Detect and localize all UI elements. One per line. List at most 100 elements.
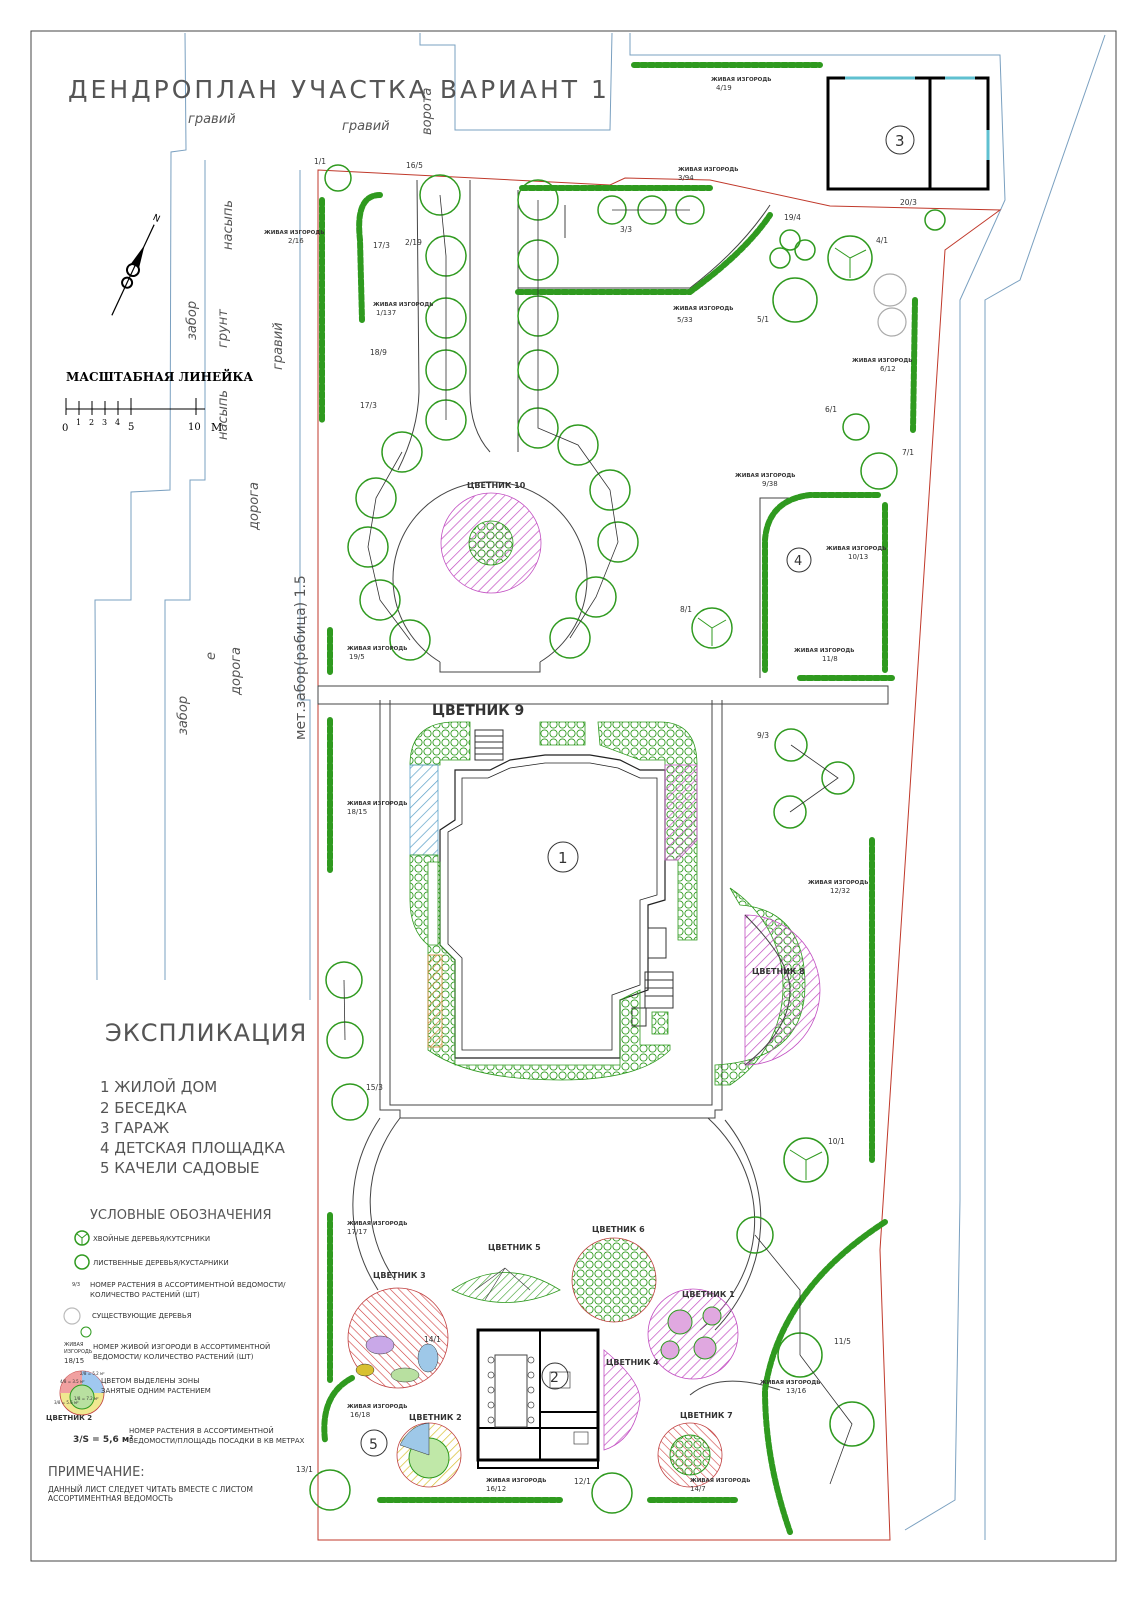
svg-text:ЖИВАЯ ИЗГОРОДЬ: ЖИВАЯ ИЗГОРОДЬ xyxy=(760,1380,820,1386)
swing-number: 5 xyxy=(369,1437,378,1453)
swing: 5 xyxy=(360,1429,388,1457)
road-labels: гравий гравий насыпь гравий забор грунт … xyxy=(176,88,435,740)
flowerbed-9-label: ЦВЕТНИК 9 xyxy=(432,703,524,719)
svg-text:16/18: 16/18 xyxy=(350,1411,370,1419)
svg-text:1/137: 1/137 xyxy=(376,309,396,317)
scale-bar: МАСШТАБНАЯ ЛИНЕЙКА 0 1 2 3 4 5 10 М xyxy=(62,368,253,434)
svg-text:грунт: грунт xyxy=(216,309,231,348)
svg-text:ворота: ворота xyxy=(420,88,435,135)
svg-text:гравий: гравий xyxy=(271,322,286,370)
svg-text:ЖИВАЯ ИЗГОРОДЬ: ЖИВАЯ ИЗГОРОДЬ xyxy=(673,306,733,312)
svg-text:ЖИВАЯ ИЗГОРОДЬ: ЖИВАЯ ИЗГОРОДЬ xyxy=(347,801,407,807)
svg-text:дорога: дорога xyxy=(229,647,244,696)
svg-text:НОМЕР РАСТЕНИЯ В АССОРТИМЕНТНО: НОМЕР РАСТЕНИЯ В АССОРТИМЕНТНОЙ ВЕДОМОСТ… xyxy=(90,1280,286,1289)
svg-text:дорога: дорога xyxy=(247,482,262,531)
svg-text:ЖИВАЯ ИЗГОРОДЬ: ЖИВАЯ ИЗГОРОДЬ xyxy=(711,77,771,83)
garage-number: 3 xyxy=(895,132,905,150)
svg-text:3/8 = 5.6 м²: 3/8 = 5.6 м² xyxy=(54,1400,79,1405)
svg-text:14/1: 14/1 xyxy=(424,1335,441,1344)
svg-text:насыпь: насыпь xyxy=(216,390,231,440)
svg-text:3: 3 xyxy=(102,418,107,427)
flowerbed-5: ЦВЕТНИК 5 xyxy=(451,1243,561,1303)
conifer-trees xyxy=(691,235,873,1183)
flowerbed-3-label: ЦВЕТНИК 3 xyxy=(373,1271,426,1280)
svg-text:6/1: 6/1 xyxy=(825,405,837,414)
svg-text:2/16: 2/16 xyxy=(288,237,304,245)
svg-text:5/33: 5/33 xyxy=(677,316,693,324)
gazebo: 2 xyxy=(476,1328,600,1469)
svg-text:15/3: 15/3 xyxy=(366,1083,383,1092)
flowerbed-6: ЦВЕТНИК 6 xyxy=(571,1225,657,1323)
gazebo-number: 2 xyxy=(550,1370,559,1386)
svg-text:ХВОЙНЫЕ ДЕРЕВЬЯ/КУТСРНИКИ: ХВОЙНЫЕ ДЕРЕВЬЯ/КУТСРНИКИ xyxy=(93,1234,210,1243)
tree-connectors xyxy=(343,194,853,1485)
svg-text:забор: забор xyxy=(185,301,200,340)
svg-text:7/1: 7/1 xyxy=(902,448,914,457)
svg-text:забор: забор xyxy=(176,696,191,735)
svg-text:ВЕДОМОСТИ/ КОЛИЧЕСТВО РАСТЕНИЙ: ВЕДОМОСТИ/ КОЛИЧЕСТВО РАСТЕНИЙ (ШТ) xyxy=(93,1352,254,1361)
svg-text:13/16: 13/16 xyxy=(786,1387,807,1395)
explication-title: ЭКСПЛИКАЦИЯ xyxy=(105,1019,307,1047)
svg-text:ЦВЕТНИК 2: ЦВЕТНИК 2 xyxy=(46,1414,92,1422)
flowerbed-8: ЦВЕТНИК 8 xyxy=(714,887,821,1086)
scale-title: МАСШТАБНАЯ ЛИНЕЙКА xyxy=(66,368,253,384)
svg-text:11/5: 11/5 xyxy=(834,1337,851,1346)
svg-text:М: М xyxy=(211,421,222,434)
hedge-icon xyxy=(80,1326,92,1338)
svg-text:14/7: 14/7 xyxy=(690,1485,706,1493)
svg-text:1/1: 1/1 xyxy=(314,157,326,166)
svg-text:5/1: 5/1 xyxy=(757,315,769,324)
legend-title: УСЛОВНЫЕ ОБОЗНАЧЕНИЯ xyxy=(90,1208,272,1223)
flowerbed-6-label: ЦВЕТНИК 6 xyxy=(592,1225,645,1234)
flowerbed-9: ЦВЕТНИК 9 xyxy=(409,703,698,1081)
svg-text:ЖИВАЯ ИЗГОРОДЬ: ЖИВАЯ ИЗГОРОДЬ xyxy=(347,1221,407,1227)
flowerbed-2: ЦВЕТНИК 2 xyxy=(396,1413,462,1488)
explication: ЭКСПЛИКАЦИЯ 1 ЖИЛОЙ ДОМ 2 БЕСЕДКА 3 ГАРА… xyxy=(100,1019,307,1177)
svg-text:ЖИВАЯ ИЗГОРОДЬ: ЖИВАЯ ИЗГОРОДЬ xyxy=(347,646,407,652)
svg-text:9/38: 9/38 xyxy=(762,480,778,488)
svg-text:ДАННЫЙ ЛИСТ СЛЕДУЕТ ЧИТАТЬ ВМЕ: ДАННЫЙ ЛИСТ СЛЕДУЕТ ЧИТАТЬ ВМЕСТЕ С ЛИСТ… xyxy=(48,1485,253,1494)
svg-text:4 ДЕТСКАЯ ПЛОЩАДКА: 4 ДЕТСКАЯ ПЛОЩАДКА xyxy=(100,1139,286,1157)
paths xyxy=(317,179,889,1396)
playground: 4 xyxy=(786,547,812,573)
existing-trees xyxy=(873,273,907,337)
svg-text:СУЩЕСТВУЮЩИЕ ДЕРЕВЬЯ: СУЩЕСТВУЮЩИЕ ДЕРЕВЬЯ xyxy=(92,1312,192,1320)
flowerbed-8-label: ЦВЕТНИК 8 xyxy=(752,967,805,976)
svg-text:1 ЖИЛОЙ ДОМ: 1 ЖИЛОЙ ДОМ xyxy=(100,1077,217,1096)
svg-text:АССОРТИМЕНТНАЯ ВЕДОМОСТЬ: АССОРТИМЕНТНАЯ ВЕДОМОСТЬ xyxy=(48,1494,173,1503)
svg-text:16/12: 16/12 xyxy=(486,1485,506,1493)
svg-text:3/94: 3/94 xyxy=(678,174,694,182)
svg-text:18/15: 18/15 xyxy=(347,808,367,816)
svg-text:13/1: 13/1 xyxy=(296,1465,313,1474)
svg-text:е: е xyxy=(204,652,219,660)
existing-tree-icon xyxy=(63,1307,81,1325)
site-boundary xyxy=(317,169,1002,1541)
legend: УСЛОВНЫЕ ОБОЗНАЧЕНИЯ ХВОЙНЫЕ ДЕРЕВЬЯ/КУТ… xyxy=(46,1208,305,1445)
svg-text:ЖИВАЯ ИЗГОРОДЬ: ЖИВАЯ ИЗГОРОДЬ xyxy=(486,1478,546,1484)
flowerbed-4: ЦВЕТНИК 4 xyxy=(603,1349,659,1451)
svg-text:5: 5 xyxy=(128,422,134,433)
svg-text:4/8 = 3.5 м²: 4/8 = 3.5 м² xyxy=(60,1379,85,1384)
svg-text:6/12: 6/12 xyxy=(880,365,896,373)
hedges xyxy=(319,62,918,1535)
svg-text:17/3: 17/3 xyxy=(360,401,377,410)
svg-text:19/4: 19/4 xyxy=(784,213,801,222)
svg-text:ИЗГОРОДЬ: ИЗГОРОДЬ xyxy=(64,1349,93,1355)
flowerbed-4-label: ЦВЕТНИК 4 xyxy=(606,1358,659,1367)
svg-text:мет.забор(рабица) 1.5: мет.забор(рабица) 1.5 xyxy=(293,575,309,740)
svg-text:4/1: 4/1 xyxy=(876,236,888,245)
svg-text:2 БЕСЕДКА: 2 БЕСЕДКА xyxy=(100,1099,187,1117)
svg-text:10: 10 xyxy=(188,422,201,433)
plan-title: ДЕНДРОПЛАН УЧАСТКА ВАРИАНТ 1 xyxy=(68,75,610,104)
svg-text:8/1: 8/1 xyxy=(680,605,692,614)
flowerbed-1-label: ЦВЕТНИК 1 xyxy=(682,1290,735,1299)
flowerbed-10-label: ЦВЕТНИК 10 xyxy=(467,481,526,490)
svg-text:10/1: 10/1 xyxy=(828,1137,845,1146)
svg-text:НОМЕР РАСТЕНИЯ В АССОРТИМЕНТНО: НОМЕР РАСТЕНИЯ В АССОРТИМЕНТНОЙ xyxy=(129,1426,274,1435)
svg-text:КОЛИЧЕСТВО РАСТЕНИЙ (ШТ): КОЛИЧЕСТВО РАСТЕНИЙ (ШТ) xyxy=(90,1290,200,1299)
svg-text:9/3: 9/3 xyxy=(72,1282,80,1288)
svg-text:2/8 = 5.2 м²: 2/8 = 5.2 м² xyxy=(80,1371,105,1376)
svg-text:3/3: 3/3 xyxy=(620,225,632,234)
